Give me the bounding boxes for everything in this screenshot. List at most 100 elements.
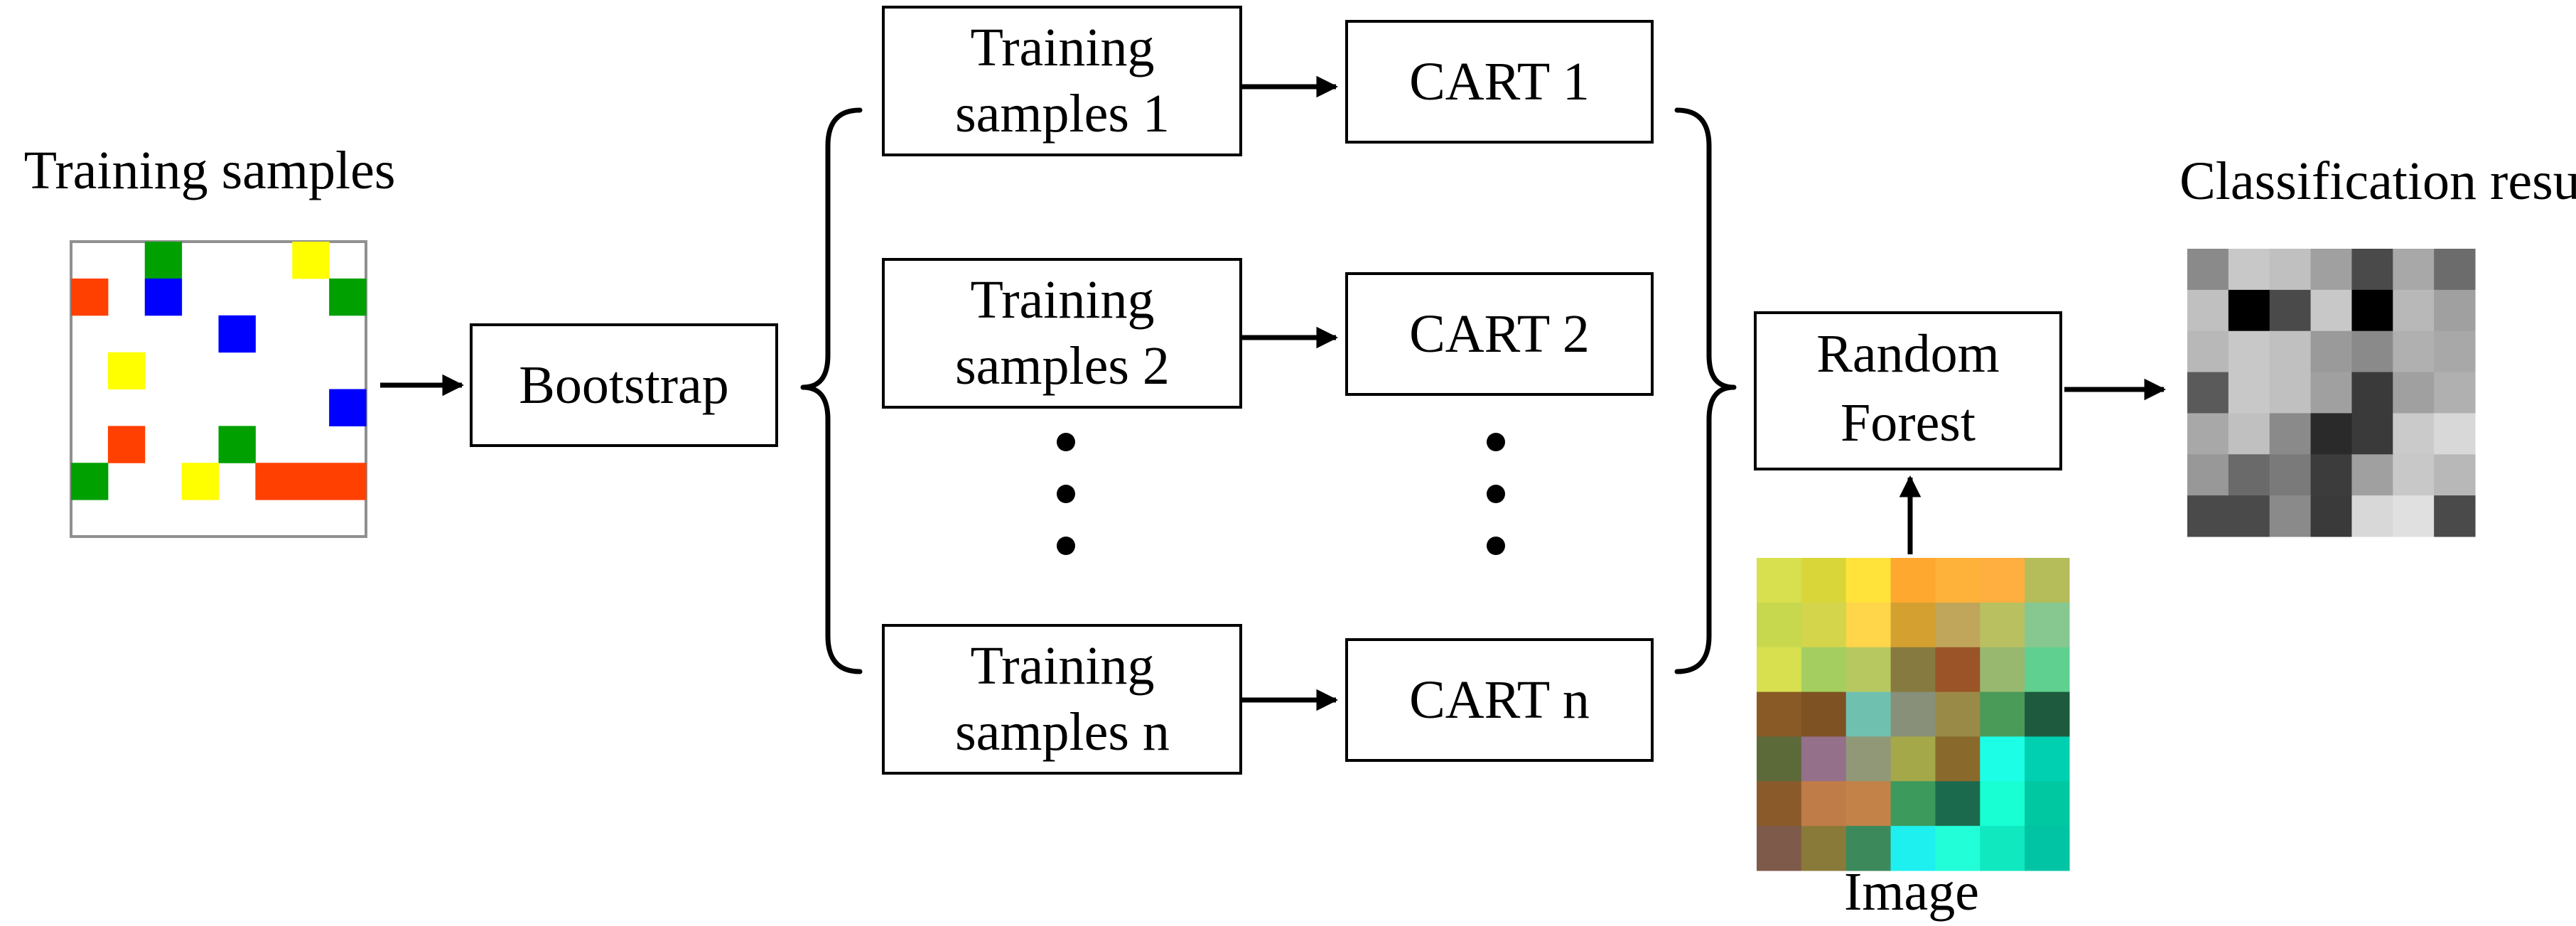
classification-result-grid bbox=[2187, 249, 2476, 537]
image-grid-cell bbox=[1757, 558, 1802, 603]
result-grid-cell bbox=[2434, 249, 2476, 291]
result-grid-cell bbox=[2351, 330, 2393, 373]
training-subset-1-line1: Training bbox=[970, 18, 1154, 77]
result-grid-cell bbox=[2187, 413, 2229, 455]
result-grid-cell bbox=[2393, 413, 2435, 455]
image-grid-cell bbox=[1845, 691, 1892, 737]
image-grid-cell bbox=[1801, 558, 1847, 603]
result-grid-cell bbox=[2434, 330, 2476, 373]
image-grid-cell bbox=[1980, 647, 2025, 693]
training-grid-cell bbox=[329, 389, 367, 426]
result-grid-cell bbox=[2187, 495, 2229, 537]
image-grid-cell bbox=[2025, 691, 2070, 737]
image-grid-cell bbox=[1801, 826, 1847, 871]
result-grid-cell bbox=[2228, 454, 2270, 496]
result-grid-cell bbox=[2269, 372, 2312, 414]
training-subset-2-box bbox=[882, 258, 1242, 409]
result-grid-cell bbox=[2310, 249, 2352, 291]
image-grid-cell bbox=[1801, 736, 1847, 782]
result-grid-cell bbox=[2310, 330, 2352, 373]
image-grid-cell bbox=[1890, 558, 1936, 603]
image-grid-cell bbox=[1935, 736, 1980, 782]
cart-1-box bbox=[1345, 20, 1654, 144]
right-brace bbox=[1674, 107, 1737, 674]
image-grid-cell bbox=[1757, 736, 1802, 782]
result-grid-cell bbox=[2228, 289, 2270, 332]
training-grid-cell bbox=[255, 463, 293, 500]
cart-2-box bbox=[1345, 272, 1654, 396]
image-grid-cell bbox=[2025, 736, 2070, 782]
result-grid-cell bbox=[2351, 454, 2393, 496]
image-grid-cell bbox=[1757, 826, 1802, 871]
result-grid-cell bbox=[2434, 289, 2476, 332]
random-forest-box bbox=[1754, 311, 2062, 470]
image-grid-cell bbox=[1845, 647, 1892, 693]
image-grid-cell bbox=[1935, 691, 1980, 737]
training-subset-1-line2: samples 1 bbox=[955, 84, 1170, 144]
training-grid-cell bbox=[144, 242, 183, 279]
training-subset-1-box bbox=[882, 6, 1242, 156]
result-grid-cell bbox=[2310, 413, 2352, 455]
image-grid-cell bbox=[1935, 647, 1980, 693]
result-grid-cell bbox=[2187, 289, 2229, 332]
training-grid-cell bbox=[329, 278, 367, 316]
training-subset-2-line1: Training bbox=[970, 270, 1154, 330]
image-grid-cell bbox=[1845, 826, 1892, 871]
image-grid-cell bbox=[1935, 558, 1980, 603]
result-grid-cell bbox=[2393, 372, 2435, 414]
result-grid-cell bbox=[2269, 249, 2312, 291]
result-grid-cell bbox=[2310, 495, 2352, 537]
result-grid-cell bbox=[2187, 372, 2229, 414]
training-grid-cell bbox=[181, 463, 219, 500]
random-forest-line2: Forest bbox=[1841, 393, 1976, 453]
image-grid-cell bbox=[1757, 647, 1802, 693]
image-grid-cell bbox=[1845, 558, 1892, 603]
result-grid-cell bbox=[2228, 330, 2270, 373]
image-label: Image bbox=[1844, 862, 1979, 922]
result-grid-cell bbox=[2434, 372, 2476, 414]
input-image-grid bbox=[1757, 558, 2070, 871]
result-grid-cell bbox=[2393, 249, 2435, 291]
image-grid-cell bbox=[2025, 781, 2070, 827]
training-subset-n-line1: Training bbox=[970, 636, 1154, 696]
training-samples-grid bbox=[70, 240, 367, 538]
image-grid-cell bbox=[1980, 736, 2025, 782]
image-grid-cell bbox=[1980, 691, 2025, 737]
training-grid-cell bbox=[71, 278, 109, 316]
image-grid-cell bbox=[1890, 826, 1936, 871]
result-grid-cell bbox=[2351, 495, 2393, 537]
training-grid-cell bbox=[329, 463, 367, 500]
image-grid-cell bbox=[2025, 647, 2070, 693]
result-grid-cell bbox=[2228, 372, 2270, 414]
image-grid-cell bbox=[2025, 826, 2070, 871]
image-grid-cell bbox=[1845, 736, 1892, 782]
result-grid-cell bbox=[2310, 454, 2352, 496]
result-grid-cell bbox=[2228, 249, 2270, 291]
image-grid-cell bbox=[1890, 736, 1936, 782]
training-grid-cell bbox=[71, 463, 109, 500]
result-grid-cell bbox=[2393, 330, 2435, 373]
image-grid-cell bbox=[1801, 602, 1847, 648]
result-grid-cell bbox=[2393, 289, 2435, 332]
result-grid-cell bbox=[2351, 372, 2393, 414]
cart-n-label: CART n bbox=[1409, 670, 1590, 730]
image-grid-cell bbox=[1980, 558, 2025, 603]
image-grid-cell bbox=[1845, 781, 1892, 827]
image-grid-cell bbox=[1890, 602, 1936, 648]
bootstrap-box bbox=[470, 323, 778, 447]
result-grid-cell bbox=[2393, 495, 2435, 537]
random-forest-line1: Random bbox=[1816, 324, 2000, 384]
training-subset-2-line2: samples 2 bbox=[955, 336, 1170, 396]
image-grid-cell bbox=[1935, 602, 1980, 648]
result-grid-cell bbox=[2310, 289, 2352, 332]
image-grid-cell bbox=[1757, 602, 1802, 648]
image-grid-cell bbox=[1890, 691, 1936, 737]
training-grid-cell bbox=[107, 352, 146, 389]
result-grid-cell bbox=[2269, 413, 2312, 455]
result-grid-cell bbox=[2434, 495, 2476, 537]
image-grid-cell bbox=[1935, 826, 1980, 871]
image-grid-cell bbox=[1980, 826, 2025, 871]
result-grid-cell bbox=[2351, 413, 2393, 455]
training-subset-n-line2: samples n bbox=[955, 702, 1170, 762]
